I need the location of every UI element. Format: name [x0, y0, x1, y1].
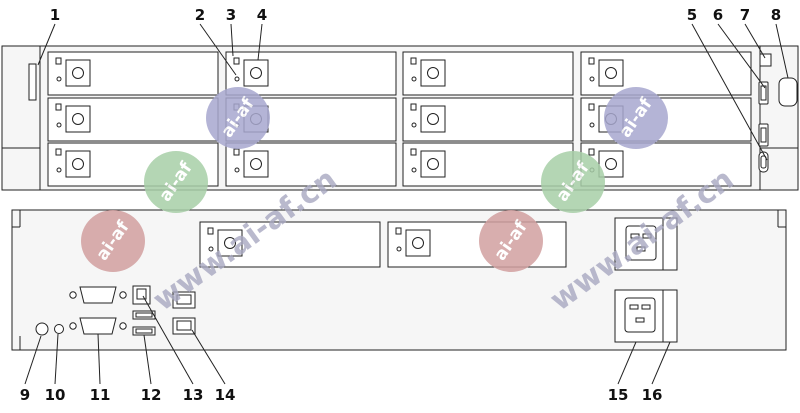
- callout-13: 13: [183, 386, 204, 404]
- watermark-badge-1: ai-af: [206, 87, 270, 149]
- watermark-badge-5: ai-af: [541, 151, 605, 213]
- vga-port: [69, 317, 127, 335]
- callout-11: 11: [90, 386, 111, 404]
- callout-6: 6: [713, 6, 723, 24]
- usb-port-front-2: [758, 123, 769, 147]
- psu-2-handle: [662, 289, 678, 343]
- leader-lines: [24, 23, 789, 385]
- power-supply-1: [614, 217, 678, 271]
- management-port: [132, 285, 151, 305]
- left-rack-ear: [1, 45, 41, 191]
- callout-12: 12: [141, 386, 162, 404]
- drive-bay-5: [47, 97, 219, 142]
- callout-10: 10: [45, 386, 66, 404]
- serial-port: [69, 286, 127, 304]
- drive-bay-1: [47, 51, 219, 96]
- drive-bays: [47, 51, 752, 187]
- rear-drive-bay-1: [199, 221, 381, 268]
- id-button: [35, 322, 49, 336]
- drive-bay-10: [225, 142, 397, 187]
- callout-5: 5: [687, 6, 697, 24]
- power-supply-2: [614, 289, 678, 343]
- rear-io: [35, 217, 678, 343]
- drive-bay-3: [402, 51, 574, 96]
- callout-7: 7: [740, 6, 750, 24]
- right-rack-ear: [759, 45, 799, 191]
- callout-8: 8: [771, 6, 781, 24]
- callout-1: 1: [50, 6, 60, 24]
- usb-c-port-front: [758, 151, 769, 173]
- psu-1-handle: [662, 217, 678, 271]
- status-indicator: [778, 77, 798, 107]
- callout-9: 9: [20, 386, 30, 404]
- callout-14: 14: [215, 386, 236, 404]
- power-button: [759, 53, 772, 67]
- watermark-badge-3: ai-af: [81, 210, 145, 272]
- callout-3: 3: [226, 6, 236, 24]
- drive-bay-4: [580, 51, 752, 96]
- callout-15: 15: [608, 386, 629, 404]
- callout-4: 4: [257, 6, 267, 24]
- drive-bay-2: [225, 51, 397, 96]
- drive-bay-7: [402, 97, 574, 142]
- watermark-badge-6: ai-af: [479, 210, 543, 272]
- left-ear-handle: [28, 63, 37, 101]
- callout-16: 16: [642, 386, 663, 404]
- network-ports: [172, 291, 196, 335]
- watermark-badge-4: ai-af: [604, 87, 668, 149]
- watermark-badge-2: ai-af: [144, 151, 208, 213]
- reset-button: [54, 324, 64, 334]
- callouts-top: 1 2 3 4 5 6 7 8: [50, 6, 781, 24]
- callouts-bottom: 9 10 11 12 13 14 15 16: [20, 386, 663, 404]
- callout-2: 2: [195, 6, 205, 24]
